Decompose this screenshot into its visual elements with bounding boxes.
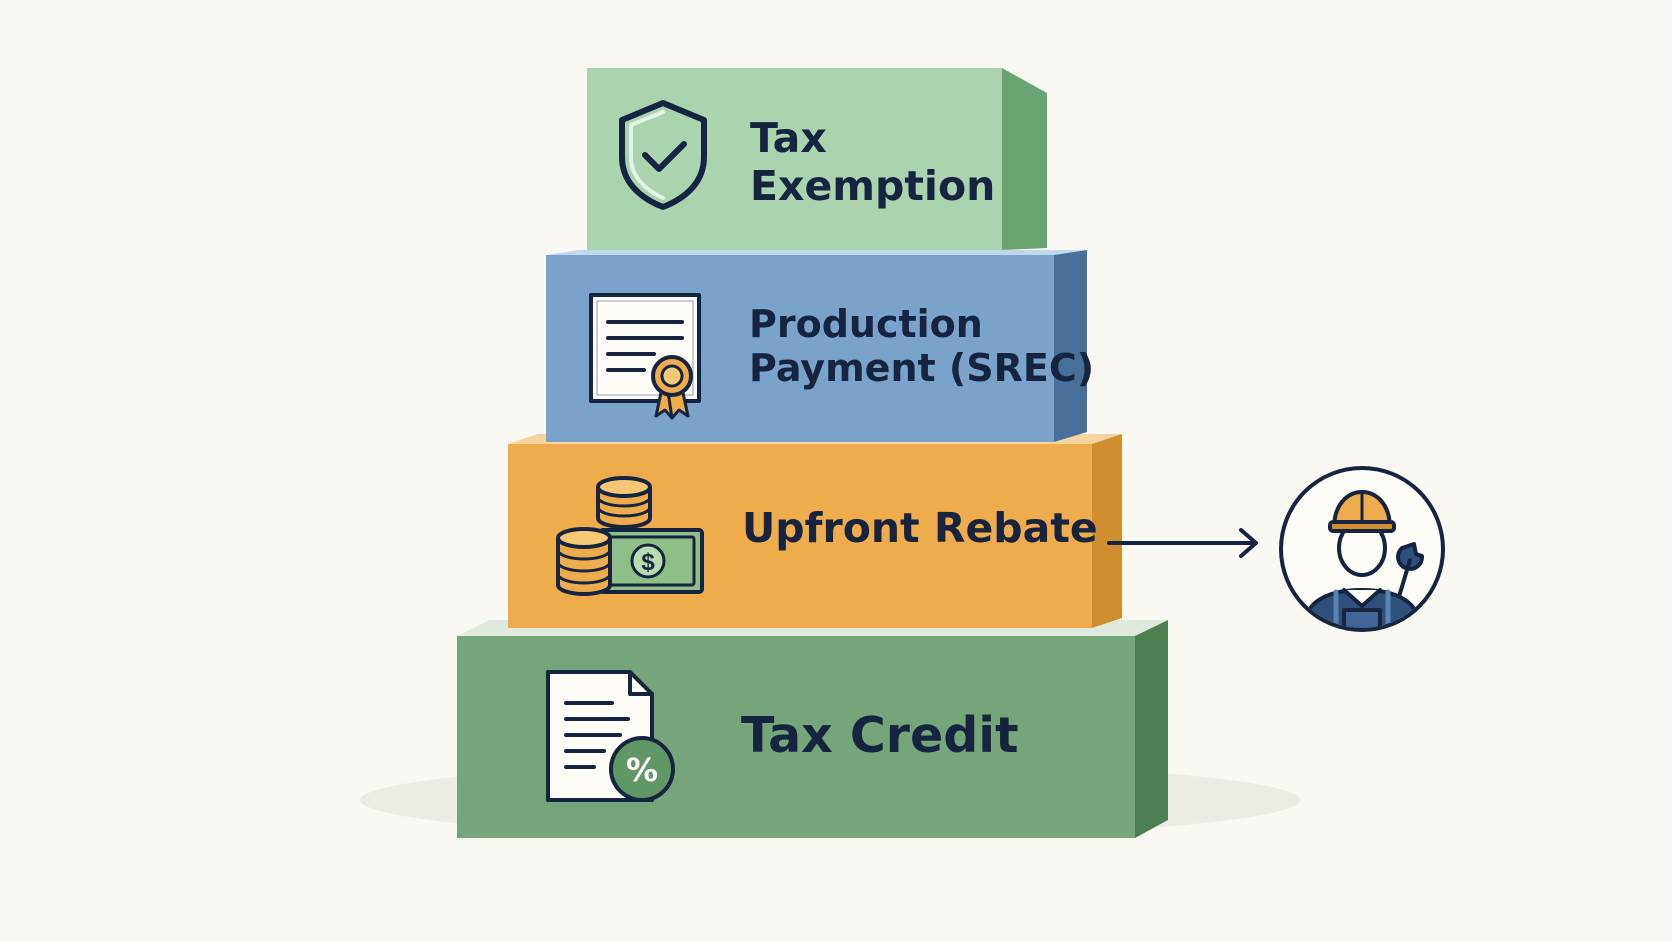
layer-label-line1: Tax	[750, 114, 827, 162]
layer-label-line2: Exemption	[750, 161, 996, 210]
layer-side-upfront-rebate	[1092, 434, 1122, 628]
layer-side-production-payment	[1054, 250, 1087, 442]
svg-text:$: $	[641, 549, 655, 576]
layer-label-line1: Tax Credit	[741, 707, 1019, 764]
layer-side-tax-credit	[1135, 620, 1168, 838]
worker-wrench-icon	[1279, 466, 1445, 632]
document-percent-icon: %	[546, 670, 675, 802]
certificate-icon	[589, 293, 701, 420]
layer-label-tax-credit: Tax Credit	[741, 707, 1019, 765]
layer-label-upfront-rebate: Upfront Rebate	[742, 504, 1098, 553]
layer-label-line1: Upfront Rebate	[742, 504, 1098, 552]
svg-text:%: %	[626, 751, 658, 789]
layer-top-production-payment	[546, 250, 1087, 255]
layer-label-line1: Production	[749, 302, 983, 346]
layer-label-production-payment: Production Payment (SREC)	[749, 302, 1094, 390]
coins-cash-icon: $	[556, 476, 704, 596]
layer-side-tax-exemption	[1002, 68, 1047, 250]
arrow-right-icon	[1107, 528, 1258, 558]
shield-check-icon	[619, 100, 707, 210]
layer-label-line2: Payment (SREC)	[749, 346, 1095, 391]
layer-label-tax-exemption: Tax Exemption	[750, 114, 996, 210]
